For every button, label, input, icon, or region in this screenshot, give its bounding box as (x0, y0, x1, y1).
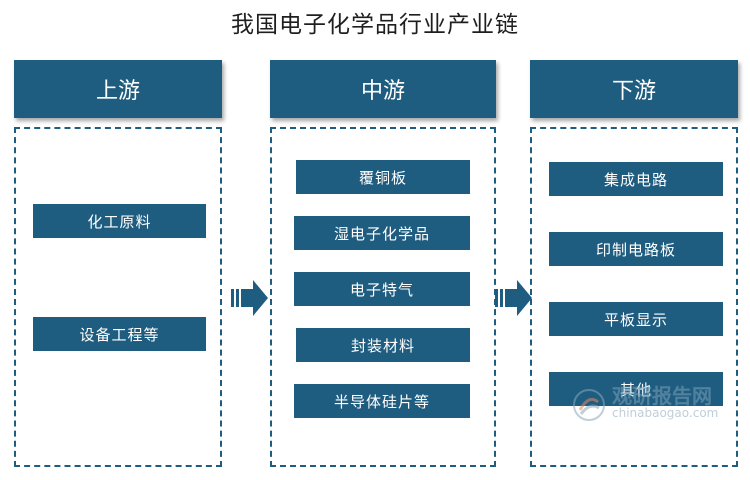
arrow-right-icon (495, 280, 532, 316)
upstream-header: 上游 (14, 60, 222, 118)
midstream-box: 覆铜板 湿电子化学品 电子特气 封装材料 半导体硅片等 (270, 127, 496, 467)
diagram-title: 我国电子化学品行业产业链 (231, 12, 519, 38)
midstream-header: 中游 (270, 60, 496, 118)
midstream-item-wet-chemicals: 湿电子化学品 (294, 216, 470, 250)
downstream-item-flat-panel-display: 平板显示 (549, 302, 723, 336)
downstream-item-integrated-circuits: 集成电路 (549, 162, 723, 196)
midstream-item-packaging-materials: 封装材料 (296, 328, 470, 362)
midstream-item-silicon-wafers: 半导体硅片等 (294, 384, 470, 418)
midstream-item-specialty-gas: 电子特气 (294, 272, 470, 306)
arrow-right-icon (231, 280, 268, 316)
downstream-item-pcb: 印制电路板 (549, 232, 723, 266)
upstream-item-equipment: 设备工程等 (33, 317, 206, 351)
downstream-header: 下游 (530, 60, 738, 118)
downstream-box: 集成电路 印制电路板 平板显示 其他 (530, 127, 738, 467)
upstream-item-chemical-raw-materials: 化工原料 (33, 204, 206, 238)
midstream-item-ccl: 覆铜板 (296, 160, 470, 194)
downstream-item-other: 其他 (549, 372, 723, 406)
upstream-box: 化工原料 设备工程等 (14, 127, 222, 467)
